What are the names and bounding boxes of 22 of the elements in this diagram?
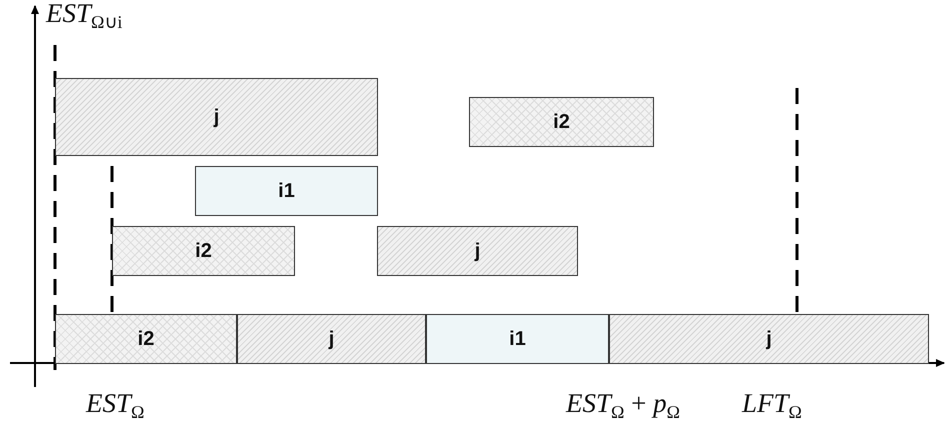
task-label: j [328, 328, 334, 350]
task-bar [55, 314, 237, 364]
task-label: i2 [138, 328, 154, 350]
task-bar [237, 314, 426, 364]
task-label: i1 [509, 328, 526, 350]
task-bar [426, 314, 609, 364]
task-bar [377, 226, 578, 276]
task-bar [609, 314, 929, 364]
task-bar [469, 97, 654, 147]
task-label: j [474, 240, 480, 262]
time-label: EST$_{Ω∪i}$ [46, 0, 122, 33]
task-label: i1 [278, 180, 295, 202]
task-bar [195, 166, 378, 216]
task-label: j [766, 328, 772, 350]
time-label: EST$_{Ω}$ [86, 388, 144, 423]
task-label: j [214, 106, 220, 128]
task-label: i2 [553, 110, 570, 134]
task-bar [55, 78, 378, 156]
task-bar [112, 226, 295, 276]
time-label: EST$_{Ω}$ + p$_{Ω}$ [566, 388, 680, 423]
time-label: LFT$_{Ω}$ [742, 388, 802, 423]
task-label: i2 [195, 240, 212, 262]
